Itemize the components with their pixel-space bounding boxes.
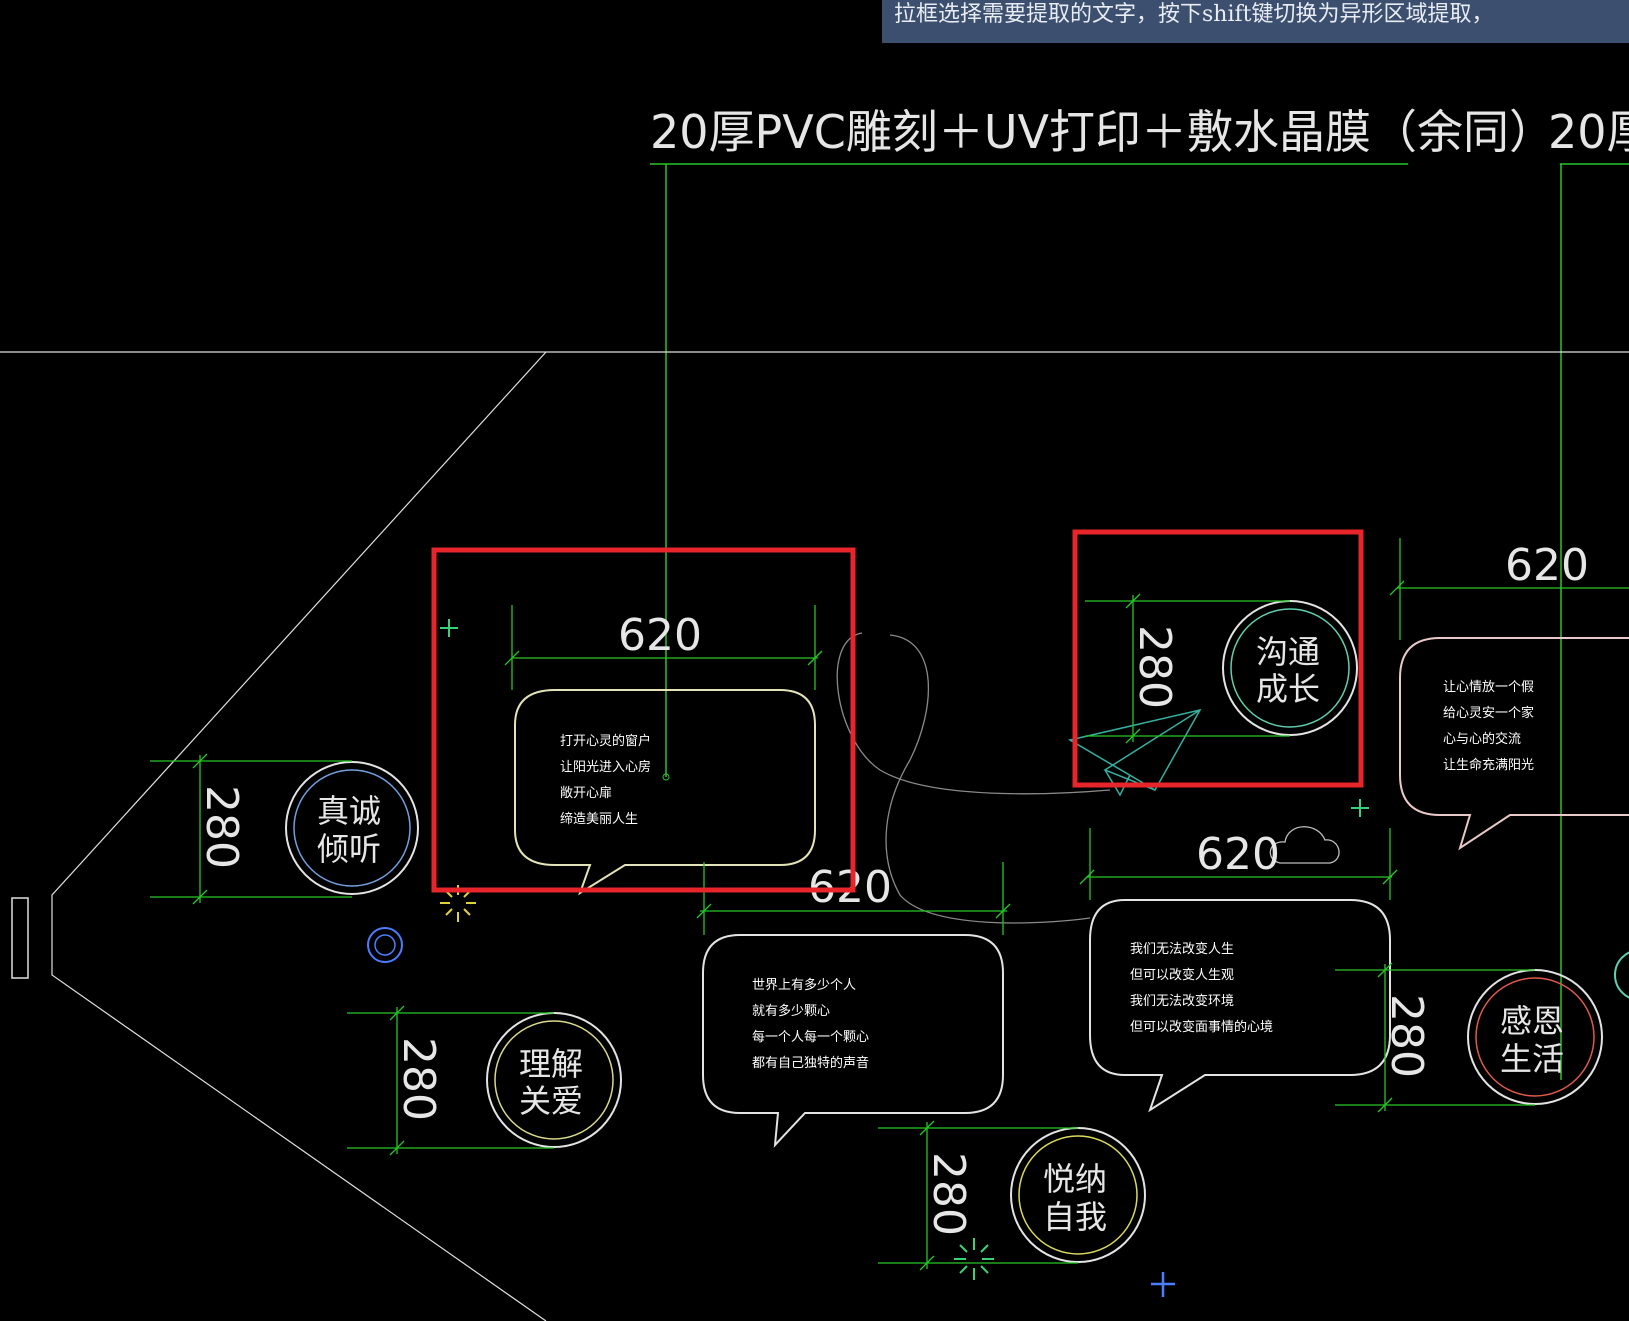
dimension-620-bubble-4 — [1389, 538, 1629, 640]
badge-line-1: 悦纳 — [1043, 1160, 1107, 1198]
material-note-right: 20厚 — [1548, 105, 1629, 159]
bubble-2-line-3: 每一个人每一个颗心 — [752, 1029, 869, 1045]
partial-circle-badge — [1614, 951, 1629, 999]
bubble-3-line-1: 我们无法改变人生 — [1130, 941, 1234, 957]
dimension-label-280: 280 — [1129, 625, 1180, 709]
badge-line-2: 生活 — [1500, 1040, 1564, 1078]
bubble-2-line-1: 世界上有多少个人 — [752, 977, 856, 993]
sparkle-icon — [954, 1238, 994, 1280]
dimension-620-bubble-3 — [1079, 828, 1398, 900]
material-note-main: 20厚PVC雕刻＋UV打印＋敷水晶膜（余同） — [650, 105, 1555, 159]
wall-slot — [11, 897, 29, 979]
speech-bubble-4[interactable]: 让心情放一个假 给心灵安一个家 心与心的交流 让生命充满阳光 — [1399, 637, 1629, 851]
dimension-label-280: 280 — [1381, 994, 1432, 1078]
badge-line-1: 沟通 — [1256, 633, 1320, 671]
bubble-2-line-4: 都有自己独特的声音 — [752, 1055, 869, 1071]
dimension-280-yuena — [878, 1120, 1078, 1271]
bubble-1-line-1: 打开心灵的窗户 — [560, 733, 651, 749]
dimension-620-bubble-2 — [696, 862, 1011, 935]
bubble-4-line-1: 让心情放一个假 — [1443, 680, 1534, 695]
bubble-3-line-3: 我们无法改变环境 — [1130, 993, 1234, 1009]
badge-line-1: 感恩 — [1500, 1002, 1564, 1040]
dimension-280-ganen — [1335, 962, 1535, 1113]
leader-end-point — [662, 773, 670, 781]
plus-marker-icon — [1151, 1272, 1175, 1297]
badge-line-1: 理解 — [519, 1045, 583, 1083]
dimension-label-280: 280 — [923, 1152, 974, 1236]
extract-text-hint-bar: 拉框选择需要提取的文字，按下shift键切换为异形区域提取， — [882, 0, 1629, 43]
badge-line-2: 关爱 — [519, 1082, 583, 1120]
badge-line-2: 成长 — [1256, 670, 1320, 708]
target-ring-icon — [374, 934, 396, 956]
bubble-4-line-3: 心与心的交流 — [1443, 731, 1521, 747]
cloud-icon — [1269, 826, 1340, 864]
bubble-1-line-2: 让阳光进入心房 — [560, 759, 651, 775]
paper-plane-icon — [1067, 708, 1202, 797]
dimension-label-280: 280 — [393, 1037, 444, 1121]
circle-badge-yuena-ziwo[interactable]: 悦纳 自我 — [1010, 1127, 1146, 1263]
selection-box-2[interactable] — [1072, 529, 1364, 788]
selection-box-1[interactable] — [431, 547, 856, 893]
bubble-2-line-2: 就有多少颗心 — [752, 1003, 830, 1019]
circle-badge-goutong-chengzhang[interactable]: 沟通 成长 — [1222, 600, 1358, 736]
badge-line-2: 自我 — [1043, 1198, 1107, 1236]
circle-badge-zhencheng-qingting[interactable]: 真诚 倾听 — [285, 761, 419, 895]
circle-badge-lijie-guanai[interactable]: 理解 关爱 — [486, 1012, 622, 1148]
speech-bubble-3[interactable]: 我们无法改变人生 但可以改变人生观 我们无法改变环境 但可以改变面事情的心境 — [1089, 899, 1391, 1113]
dimension-label-620: 620 — [1505, 540, 1589, 591]
bubble-3-line-2: 但可以改变人生观 — [1130, 967, 1234, 983]
circle-badge-ganen-shenghuo[interactable]: 感恩 生活 — [1467, 969, 1603, 1105]
bubble-1-line-4: 缔造美丽人生 — [560, 811, 638, 827]
bubble-4-line-2: 给心灵安一个家 — [1443, 705, 1534, 721]
bubble-1-line-3: 敞开心扉 — [560, 785, 612, 801]
dimension-label-620: 620 — [1196, 829, 1280, 880]
dimension-280-zhencheng — [150, 753, 352, 905]
decorative-swirl-curve — [836, 632, 1111, 924]
dimension-label-620: 620 — [618, 610, 702, 661]
wall-arrow-outline — [51, 351, 547, 1321]
speech-bubble-1[interactable]: 打开心灵的窗户 让阳光进入心房 敞开心扉 缔造美丽人生 — [514, 689, 816, 896]
badge-line-1: 真诚 — [317, 792, 381, 830]
speech-bubble-2[interactable]: 世界上有多少个人 就有多少颗心 每一个人每一个颗心 都有自己独特的声音 — [702, 934, 1004, 1148]
dimension-label-280: 280 — [196, 785, 247, 869]
badge-line-2: 倾听 — [317, 830, 381, 868]
target-ring-icon — [367, 927, 403, 963]
dimension-280-goutong — [1085, 593, 1290, 744]
plus-marker-icon — [440, 619, 1369, 817]
bubble-4-line-4: 让生命充满阳光 — [1443, 757, 1534, 773]
dimension-620-bubble-1 — [504, 605, 823, 690]
dimension-280-lijie — [347, 1005, 554, 1156]
bubble-3-line-4: 但可以改变面事情的心境 — [1130, 1019, 1273, 1035]
